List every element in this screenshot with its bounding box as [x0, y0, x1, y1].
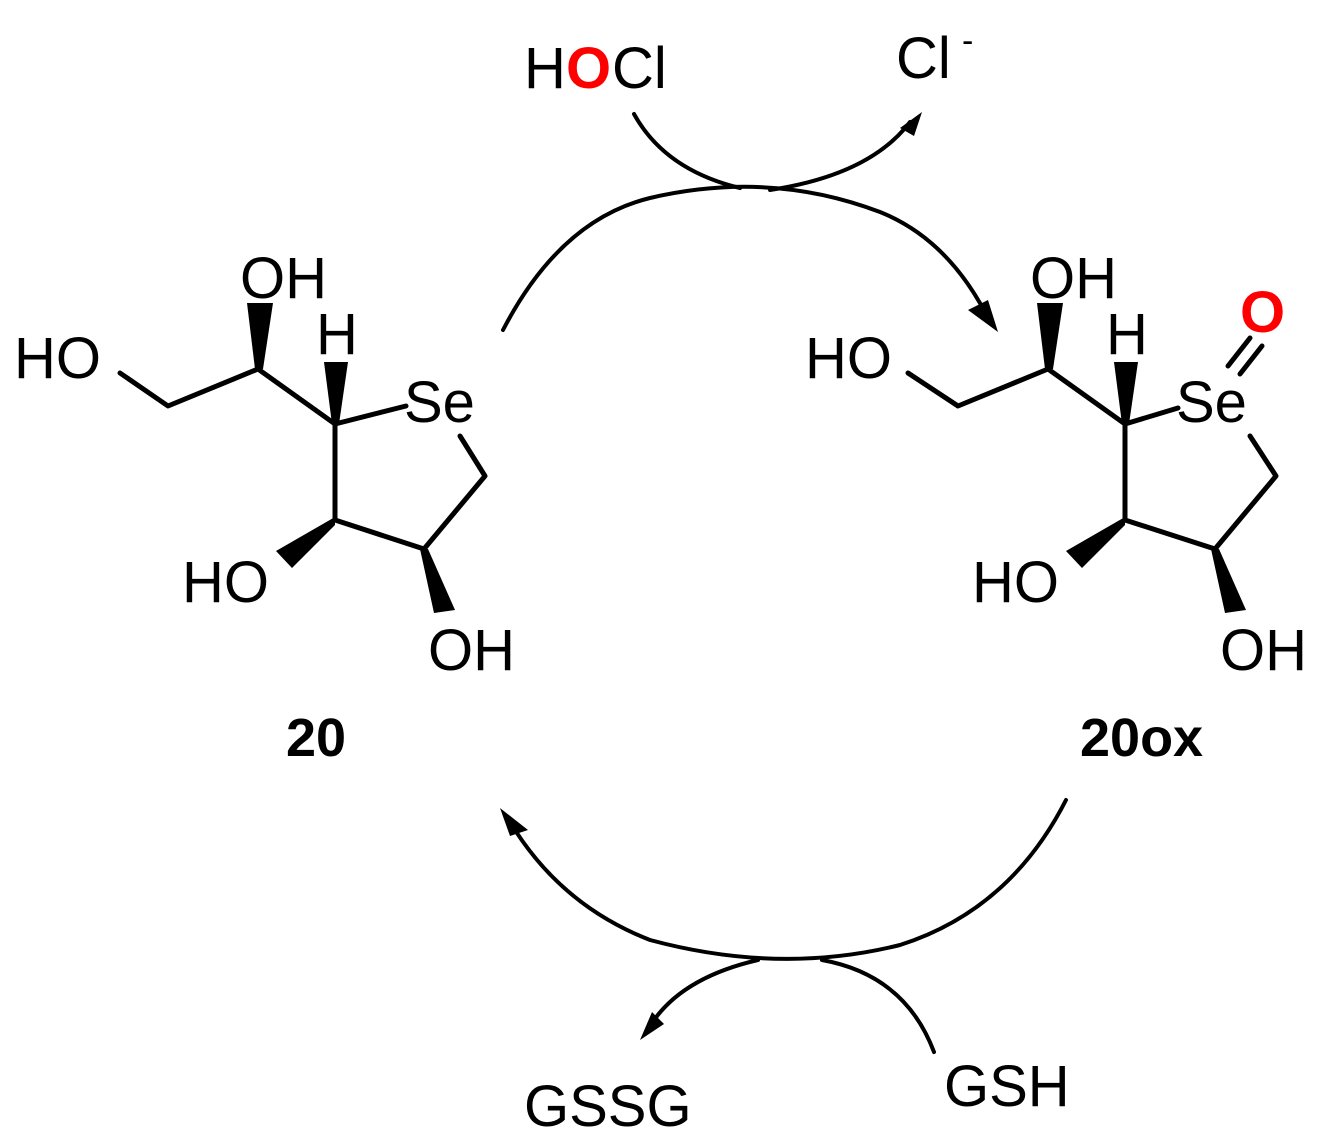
atom-h-stereo-ox: H [1106, 302, 1148, 367]
wedge-oh-bottom-right-ox [1211, 549, 1246, 613]
hocl-entry-arc [632, 112, 742, 190]
atom-oxo: O [1240, 280, 1285, 345]
reduction-arrowhead [500, 808, 528, 836]
compound-20-structure: OH HO H Se HO OH [14, 246, 515, 683]
atom-ho-bottom-left-ox: HO [972, 550, 1059, 615]
chloride-product: Cl - [896, 22, 973, 91]
oxidation-arrowhead [968, 300, 998, 332]
c-ch2oh-bond [117, 366, 409, 427]
atom-oh-bottom-right-ox: OH [1220, 618, 1307, 683]
se-o-double-bond-2 [1237, 343, 1265, 377]
atom-ho-left: HO [14, 326, 101, 391]
hocl-reagent: H O Cl [524, 36, 667, 101]
hocl-o: O [566, 36, 611, 101]
wedge-oh-bottom-left [276, 517, 335, 568]
hocl-cl: Cl [612, 36, 667, 101]
chloride-charge: - [962, 22, 973, 60]
gssg-product: GSSG [524, 1074, 692, 1139]
atom-se-ox: Se [1176, 370, 1247, 435]
gsh-reagent: GSH [944, 1054, 1070, 1119]
wedge-oh-top-ox [1037, 303, 1063, 369]
oxidation-arc [501, 184, 992, 332]
gssg-exit-arc [648, 958, 760, 1028]
label-20ox: 20ox [1080, 708, 1203, 768]
atom-ho-bottom-left: HO [182, 550, 269, 615]
atom-ho-left-ox: HO [805, 326, 892, 391]
hocl-h: H [524, 36, 566, 101]
wedge-oh-top [247, 303, 273, 369]
compound-20ox-structure: OH HO H Se O HO OH [805, 246, 1307, 683]
gsh-entry-arc [820, 958, 936, 1054]
label-20: 20 [286, 708, 346, 768]
atom-oh-bottom-right: OH [428, 618, 515, 683]
atom-oh-top-ox: OH [1030, 246, 1117, 311]
chloride-exit-arc [768, 120, 912, 192]
wedge-oh-bottom-left-ox [1066, 517, 1125, 568]
chloride-cl: Cl [896, 26, 951, 91]
ring-bonds-ox [1122, 421, 1279, 552]
reduction-arc [508, 798, 1068, 961]
gssg-arrowhead [640, 1012, 664, 1040]
c-ch2oh-bond-ox [905, 366, 1181, 427]
chloride-arrowhead [900, 112, 922, 136]
atom-h-stereo: H [316, 302, 358, 367]
ring-bonds [332, 421, 488, 552]
wedge-h-ox [1114, 362, 1138, 424]
atom-se: Se [404, 370, 475, 435]
se-o-double-bond-1 [1225, 335, 1253, 369]
wedge-oh-bottom-right [420, 549, 455, 613]
wedge-h [324, 362, 348, 424]
atom-oh-top: OH [240, 246, 327, 311]
